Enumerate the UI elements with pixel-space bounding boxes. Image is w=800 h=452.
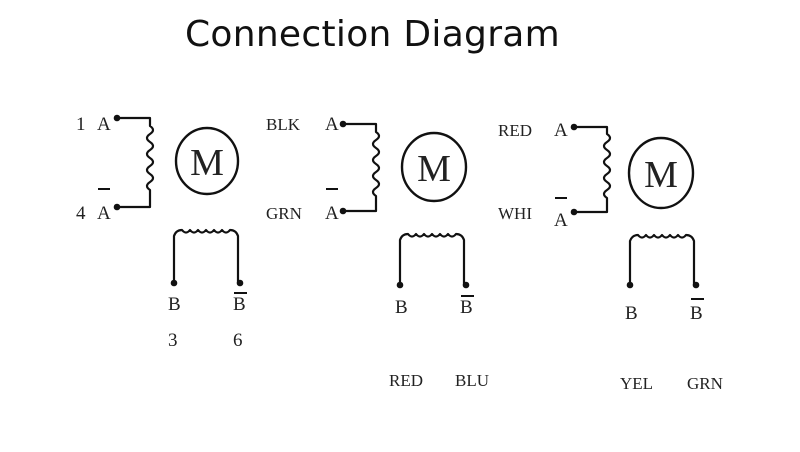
diagram-3: RED A WHI A M B B YEL GRN [498,120,723,393]
pin-b-label: B [625,303,638,324]
pin-abar-label: A [97,203,111,224]
pin-number-abar: 4 [76,203,86,224]
coil-b-winding [170,228,244,287]
coil-a-winding [570,123,612,216]
terminal-bbar [236,279,244,287]
coil-b-winding [396,232,470,289]
wire-color-b: YEL [620,374,653,393]
page-title: Connection Diagram [184,14,561,55]
wire-color-a: RED [498,121,532,140]
motor-label: M [190,142,224,184]
pin-b-label: B [168,294,181,315]
pin-a-label: A [325,114,339,135]
motor-circle [400,131,468,203]
terminal-bbar [462,281,470,289]
diagram-1: 1 A 4 A M B B 3 6 [76,114,247,351]
wire-color-abar: GRN [266,204,302,223]
terminal-b [396,281,404,289]
terminal-b [170,279,178,287]
pin-number-bbar: 6 [233,330,243,351]
wire-color-b: RED [389,371,423,390]
coil-a-winding [113,114,155,211]
pin-bbar-label: B [233,294,246,315]
wire-color-bbar: GRN [687,374,723,393]
motor-circle [174,126,240,196]
pin-a-label: A [97,114,111,135]
terminal-bbar [692,281,700,289]
diagram-2: BLK A GRN A M B B RED BLU [266,114,489,390]
pin-b-label: B [395,297,408,318]
coil-b-winding [626,233,700,289]
wire-color-a: BLK [266,115,301,134]
motor-circle [627,136,695,210]
pin-a-label: A [554,120,568,141]
pin-bbar-label: B [690,303,703,324]
pin-abar-label: A [325,203,339,224]
motor-label: M [644,154,678,196]
pin-number-b: 3 [168,330,178,351]
pin-abar-label: A [554,210,568,231]
pin-bbar-label: B [460,297,473,318]
coil-a-winding [339,120,381,215]
wire-color-bbar: BLU [455,371,489,390]
terminal-b [626,281,634,289]
motor-label: M [417,148,451,190]
pin-number-a: 1 [76,114,86,135]
wire-color-abar: WHI [498,204,532,223]
